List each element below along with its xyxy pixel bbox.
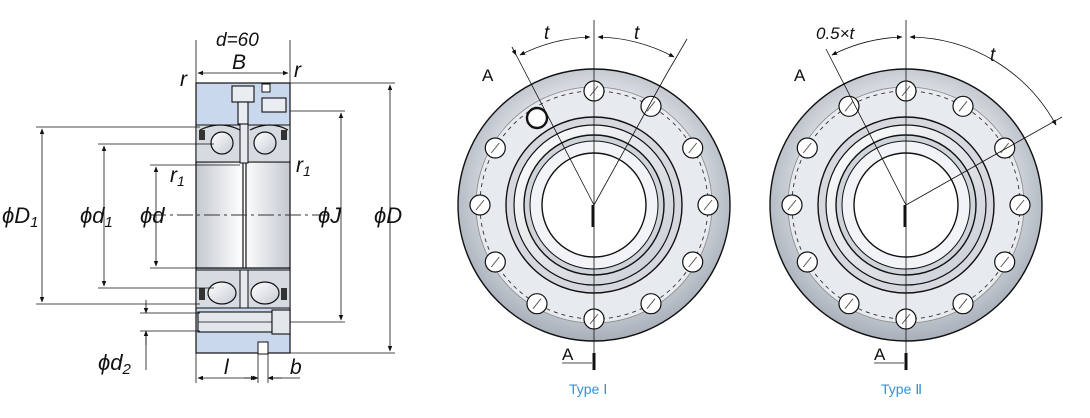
label-r-right: r: [294, 59, 302, 82]
label-B: B: [232, 51, 246, 74]
label-r1-left: r1: [170, 164, 185, 189]
label-r1-right: r1: [296, 154, 311, 179]
label-D1: ϕD1: [2, 203, 38, 231]
ball: [253, 131, 277, 155]
ball: [210, 131, 234, 155]
bottom-ball-row: [195, 269, 291, 309]
label-r-left: r: [180, 68, 188, 91]
label-d1: ϕd1: [80, 203, 113, 231]
mounting-bolt: [197, 309, 291, 355]
label-J: ϕJ: [318, 203, 342, 228]
ball: [207, 281, 237, 305]
type1-label-a-bottom: A: [562, 345, 574, 364]
label-b: b: [290, 356, 302, 379]
top-ball-row: [195, 122, 291, 164]
cross-section: d=60 B r r r1 r1 ϕD1 ϕd1 ϕd ϕJ ϕD ϕd2 l …: [2, 30, 402, 383]
type1-label-t-right: t: [634, 23, 640, 44]
type2-front-view: 0.5×t t A A Type Ⅱ: [769, 20, 1063, 397]
type2-label-t-right: t: [990, 45, 996, 66]
type2-label-a-bottom: A: [874, 345, 886, 364]
label-d2: ϕd2: [98, 350, 131, 378]
label-D: ϕD: [374, 203, 402, 228]
type2-caption: Type Ⅱ: [881, 381, 922, 397]
type2-label-t-left: 0.5×t: [816, 24, 856, 43]
type1-front-view: t t A A Type Ⅰ: [457, 20, 731, 397]
ball: [250, 281, 280, 305]
type1-label-a-top: A: [482, 66, 494, 85]
type2-label-a-top: A: [794, 66, 806, 85]
marked-hole: [525, 106, 549, 130]
label-d: ϕd: [140, 203, 165, 228]
type1-caption: Type Ⅰ: [569, 381, 607, 397]
label-d-value: d=60: [216, 30, 259, 51]
type1-label-t-left: t: [544, 23, 550, 44]
label-l: l: [224, 356, 230, 379]
bolt-holes: [469, 80, 719, 330]
lubrication-port: [231, 83, 287, 125]
